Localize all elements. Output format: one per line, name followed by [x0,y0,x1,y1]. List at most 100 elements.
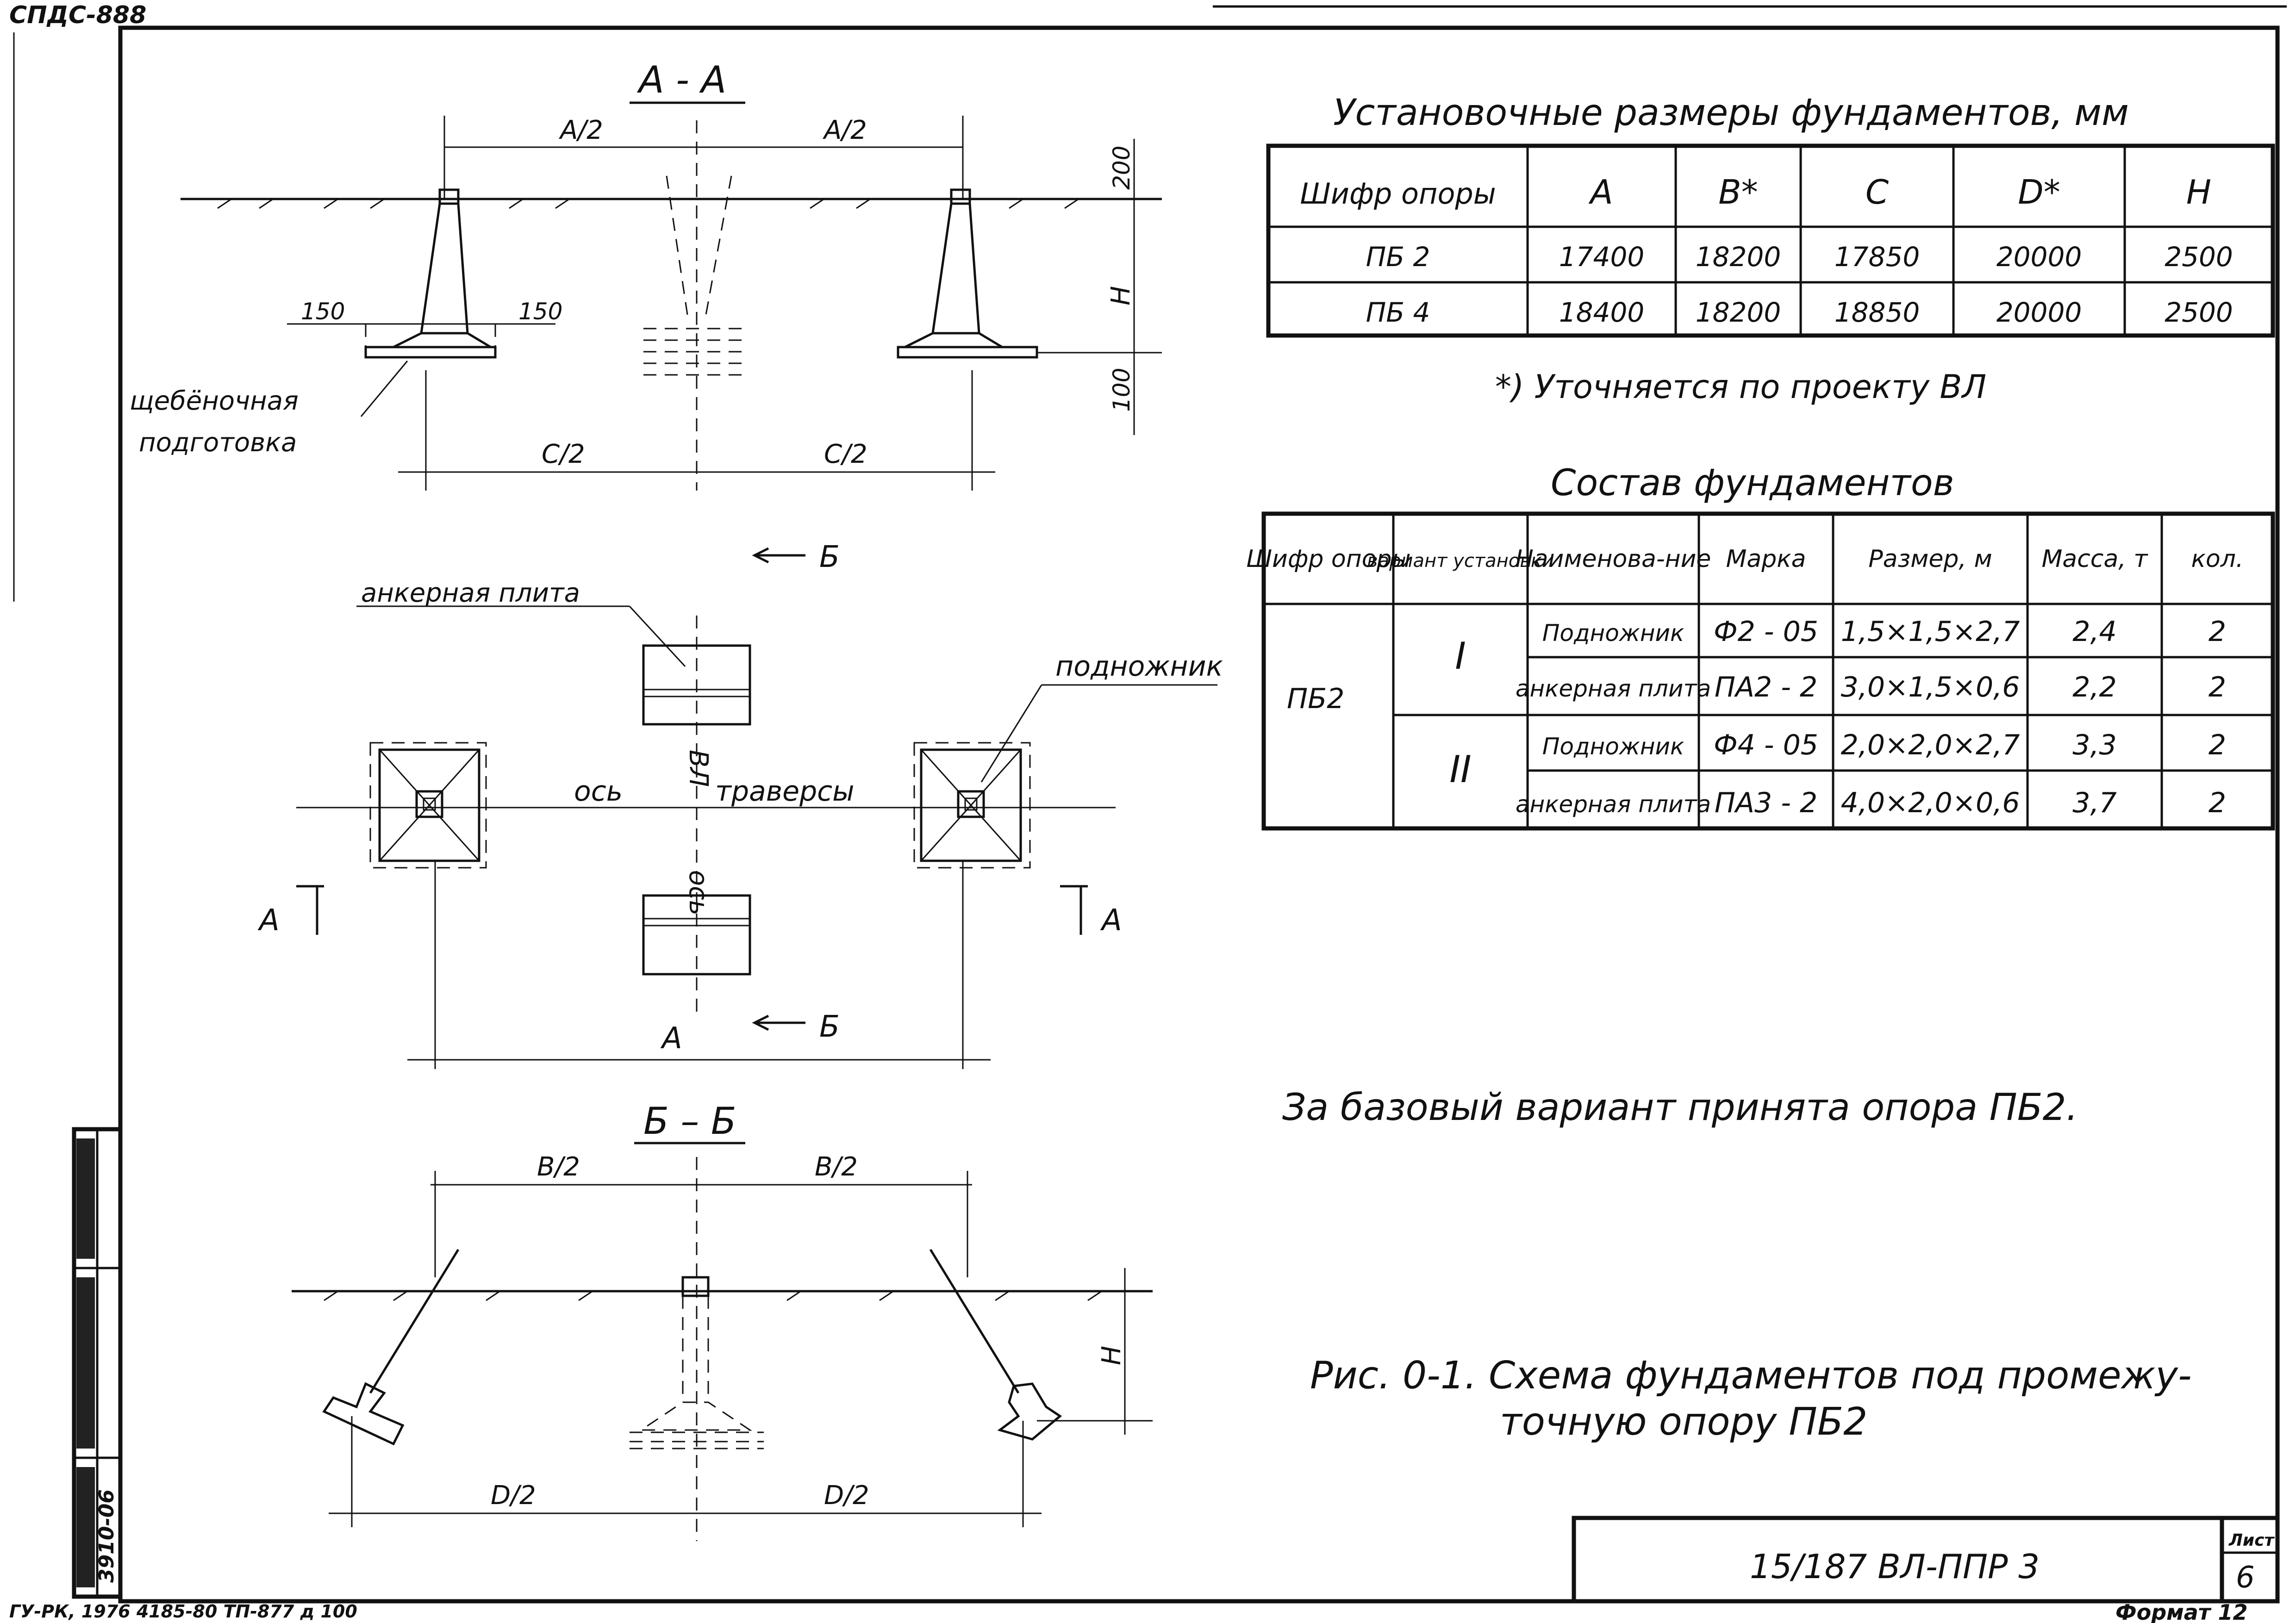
axis-traverse-2: траверсы [715,775,855,808]
table1-header-cell: А [1588,173,1613,211]
table2-variant: II [1449,748,1471,791]
sheet-frame [118,25,2280,1604]
dim-200: 200 [1108,146,1135,190]
table2-cell: анкерная плита [1516,675,1711,702]
stamp-top: СПДС-888 [9,1,146,29]
table1-header-cell: D* [2018,173,2060,211]
table2-cell: 2,2 [2072,671,2116,703]
axis-traverse-1: ось [574,775,623,808]
table1-cell: ПБ 2 [1366,241,1430,273]
table2-cell: Ф4 - 05 [1714,729,1818,761]
table2-header-cell: Марка [1726,545,1806,573]
dim-a-half-left: А/2 [559,115,603,145]
anchor-plate-label: анкерная плита [361,578,580,608]
table2-cell: Ф2 - 05 [1714,616,1818,648]
table2-header-cell: Масса, т [2041,545,2148,573]
table1-header-cell: С [1866,173,1889,211]
format-label: Формат 12 [2115,1600,2247,1623]
sheet-label: Лист [2228,1531,2275,1550]
dim-d-half-left: D/2 [491,1480,536,1511]
table2-cell: 2 [2209,729,2226,761]
dim-c-half-left: С/2 [542,439,585,469]
section-aa-title: А - А [636,58,726,101]
left-footing-aa [287,188,555,361]
table2-cell: 2 [2209,671,2226,703]
dim-b-half-left: В/2 [537,1152,580,1182]
table2-header-cell: Шифр опоры [1246,545,1410,573]
table2-header-cell: кол. [2191,545,2244,573]
table2-variant: I [1455,634,1466,678]
table2-cell: 1,5×1,5×2,7 [1841,616,2020,648]
table1-header-cell: Шифр опоры [1300,177,1496,211]
right-footing-plan [913,742,1031,869]
table1-cell: 17400 [1559,241,1645,273]
table2-cell: 3,7 [2072,787,2116,819]
table2-cell: ПА3 - 2 [1715,787,1817,819]
section-bb: Б – Б В/2 В/2 [292,1100,1153,1541]
table1-cell: 18200 [1696,241,1781,273]
sheet-number: 6 [2236,1561,2255,1595]
table1-title: Установочные размеры фундаментов, мм [1333,92,2129,134]
table1-cell: 18200 [1696,297,1781,328]
table2-support: ПБ2 [1287,683,1344,715]
axis-vl-1: ось [683,870,713,915]
plan-view: Б Б анкерная плита ось траверсы ось ВЛ [257,540,1223,1069]
dim-150-right: 150 [518,298,562,325]
table2-cell: анкерная плита [1516,791,1711,818]
footing-label: подножник [1055,650,1223,683]
gravel-label-2: подготовка [139,428,297,458]
table2-cell: 4,0×2,0×0,6 [1841,787,2020,819]
table2-title: Состав фундаментов [1551,462,1954,504]
side-stamp: 3910-06 [72,1127,123,1599]
table1-cell: 20000 [1997,297,2082,328]
table2-cell: ПА2 - 2 [1715,671,1817,703]
table2-cell: 3,3 [2072,729,2116,761]
right-anchor-bb [929,1249,1062,1441]
dim-c-half-right: С/2 [824,439,867,469]
left-footing-plan [369,742,487,869]
table1-cell: 18850 [1834,297,1920,328]
document-code: 15/187 ВЛ-ППР 3 [1750,1547,2040,1586]
base-variant-note: За базовый вариант принята опора ПБ2. [1282,1086,2078,1129]
gravel-label-1: щебёночная [130,386,299,416]
table2-header-cell: вариант установки [1367,550,1554,572]
table2-header-cell: Наименова-ние [1516,545,1711,573]
table1-header-cell: Н [2186,173,2211,211]
dim-a-half-right: А/2 [823,115,867,145]
table2-cell: 3,0×1,5×0,6 [1841,671,2020,703]
dim-b-half-right: В/2 [815,1152,858,1182]
table1-cell: 18400 [1559,297,1645,328]
dim-150-left: 150 [301,298,345,325]
bottom-note: ГУ-РК, 1976 4185-80 ТП-877 д 100 [9,1601,357,1622]
table1-footnote: *) Уточняется по проекту ВЛ [1495,368,1986,406]
table2-cell: Подножник [1542,620,1684,647]
left-anchor-bb [322,1249,460,1446]
table1-header-cell: В* [1718,173,1758,211]
table2-cell: 2 [2209,787,2226,819]
figure-caption-2: точную опору ПБ2 [1500,1400,1867,1444]
dim-a: А [660,1021,682,1056]
side-stamp-doc-id: 3910-06 [95,1489,119,1583]
section-b-marker-top: Б [819,540,840,574]
table2-cell: Подножник [1542,733,1684,760]
dim-h-bb: Н [1097,1346,1127,1365]
table1-cell: 2500 [2165,297,2233,328]
section-b-marker-bottom: Б [819,1010,840,1044]
table1-cell: 17850 [1834,241,1920,273]
table2-cell: 2,0×2,0×2,7 [1841,729,2020,761]
table2-header-cell: Размер, м [1868,545,1992,573]
figure-caption-1: Рис. 0-1. Схема фундаментов под промежу- [1310,1354,2192,1398]
section-a-marker-right: А [1100,903,1122,938]
dim-100: 100 [1108,368,1135,412]
table2-cell: 2,4 [2072,616,2116,648]
table-setting-dims: Установочные размеры фундаментов, мм Шиф… [1266,92,2275,406]
table1-cell: 2500 [2165,241,2233,273]
right-footing-aa [897,188,1162,359]
title-block: 15/187 ВЛ-ППР 3 Лист 6 Формат 12 [1572,1516,2280,1623]
axis-vl-2: ВЛ [683,750,713,787]
table1-cell: ПБ 4 [1366,297,1430,328]
section-bb-title: Б – Б [643,1100,736,1143]
dim-h-aa: Н [1106,286,1136,305]
